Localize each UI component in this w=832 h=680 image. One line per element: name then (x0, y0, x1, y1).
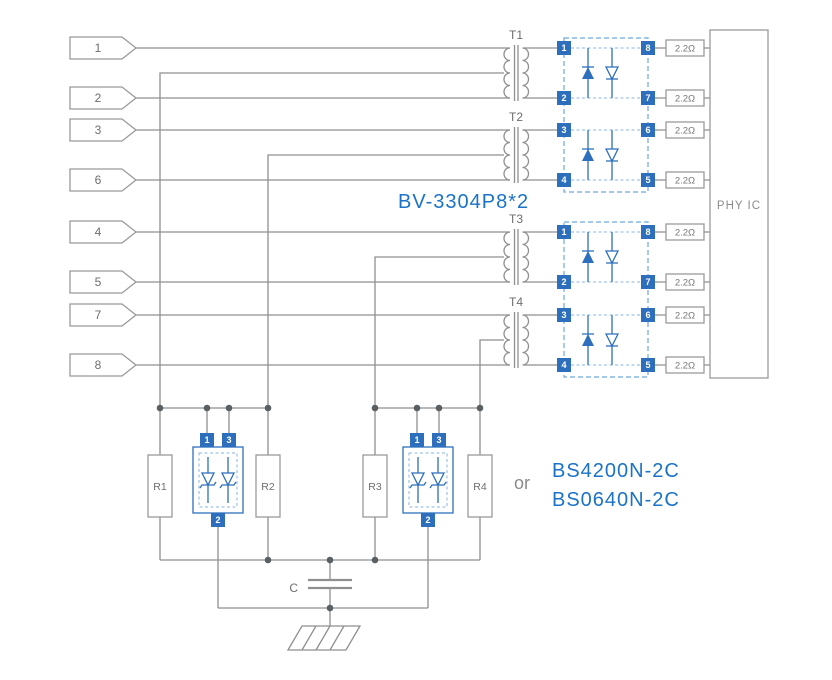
connector-tag-8: 8 (69, 353, 138, 377)
connector-label: 4 (95, 225, 102, 239)
connector-label: 7 (95, 308, 102, 322)
series-resistors: 2.2Ω 2.2Ω 2.2Ω 2.2Ω 2.2Ω 2.2Ω 2.2Ω 2.2Ω (665, 39, 705, 374)
chip-pin-number: 4 (561, 175, 566, 185)
transformer-label-t2: T2 (509, 110, 523, 124)
resistor-label-r1: R1 (153, 481, 167, 493)
connector-tag-6: 6 (69, 168, 138, 192)
chip-pin-number: 8 (645, 227, 650, 237)
chip-pin-number: 5 (645, 175, 650, 185)
tvs-pin-number: 2 (215, 515, 220, 525)
diode-array-chip-1: 1 2 3 4 8 7 6 5 (557, 37, 655, 193)
tvs-body (192, 446, 244, 514)
transformer-t4 (503, 311, 558, 369)
connector-signal-wires (136, 47, 510, 366)
series-resistor-value: 2.2Ω (675, 44, 695, 55)
array-output-wires (655, 47, 710, 366)
capacitor: C (289, 578, 352, 595)
chip-pin-number: 3 (561, 310, 566, 320)
series-resistor-value: 2.2Ω (675, 311, 695, 322)
series-resistor-value: 2.2Ω (675, 278, 695, 289)
connector-tag-5: 5 (69, 270, 138, 294)
phy-ic-label: PHY IC (717, 200, 761, 212)
transformer-t2 (503, 126, 558, 184)
connector-label: 5 (95, 275, 102, 289)
tvs-part-option-1: BS4200N-2C (552, 460, 680, 482)
connector-tag-1: 1 (69, 36, 138, 60)
transformer-t3 (503, 228, 558, 286)
connector-label: 6 (95, 173, 102, 187)
connector-tag-2: 2 (69, 86, 138, 110)
array-part-number-label: BV-3304P8*2 (398, 191, 529, 213)
tvs-pin-number: 1 (204, 435, 209, 445)
center-tap-wires (159, 72, 504, 408)
chip-pin-number: 3 (561, 125, 566, 135)
tvs-pin-number: 3 (436, 435, 441, 445)
connector-tag-4: 4 (69, 220, 138, 244)
tvs-device-2: 1 3 2 (402, 433, 454, 527)
chip-pin-number: 2 (561, 277, 566, 287)
termination-resistors: R1 R2 R3 R4 (147, 454, 493, 518)
series-resistor-value: 2.2Ω (675, 126, 695, 137)
tvs-part-option-2: BS0640N-2C (552, 489, 680, 511)
transformer-label-t3: T3 (509, 212, 523, 226)
tvs-pin-number: 2 (425, 515, 430, 525)
resistor-label-r3: R3 (368, 481, 382, 493)
termination-network-wires (159, 407, 481, 626)
chip-pin-number: 1 (561, 227, 566, 237)
connector-label: 3 (95, 123, 102, 137)
chip-pin-number: 7 (645, 277, 650, 287)
tvs-device-1: 1 3 2 (192, 433, 244, 527)
capacitor-label: C (289, 581, 298, 595)
connector-tag-7: 7 (69, 303, 138, 327)
or-label: or (514, 473, 530, 493)
resistor-label-r2: R2 (261, 481, 275, 493)
transformer-label-t1: T1 (509, 28, 523, 42)
chip-pin-number: 5 (645, 360, 650, 370)
chip-pin-number: 2 (561, 93, 566, 103)
chip-pin-number: 7 (645, 93, 650, 103)
series-resistor-value: 2.2Ω (675, 94, 695, 105)
connector-label: 8 (95, 358, 102, 372)
series-resistor-value: 2.2Ω (675, 176, 695, 187)
tvs-pin-number: 1 (414, 435, 419, 445)
connector-tag-3: 3 (69, 118, 138, 142)
connector-label: 2 (95, 91, 102, 105)
series-resistor-value: 2.2Ω (675, 228, 695, 239)
resistor-label-r4: R4 (473, 481, 487, 493)
chip-pin-number: 1 (561, 43, 566, 53)
phy-ic-block: PHY IC (709, 29, 769, 379)
transformer-label-t4: T4 (509, 295, 523, 309)
junction-dots (156, 404, 484, 612)
tvs-body (402, 446, 454, 514)
chip-pin-number: 8 (645, 43, 650, 53)
transformer-t1 (503, 44, 558, 102)
chip-pin-number: 4 (561, 360, 566, 370)
diode-array-chip-2: 1 2 3 4 8 7 6 5 (557, 221, 655, 378)
tvs-pin-number: 3 (226, 435, 231, 445)
series-resistor-value: 2.2Ω (675, 361, 695, 372)
chassis-ground-symbol (286, 625, 362, 651)
connector-label: 1 (95, 41, 102, 55)
chip-pin-number: 6 (645, 125, 650, 135)
chip-pin-number: 6 (645, 310, 650, 320)
